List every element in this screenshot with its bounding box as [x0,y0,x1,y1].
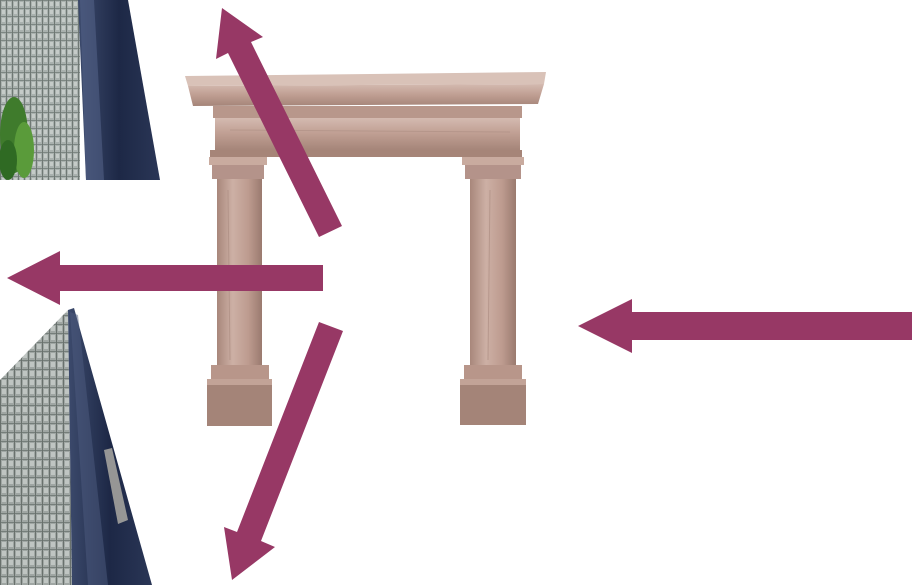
skyscraper-bottom-icon [0,308,152,585]
skyscraper-top-icon [0,0,160,180]
straight-arrow-left-icon [7,251,323,305]
stone-archway-icon [185,72,546,426]
incoming-arrow-icon [578,299,912,353]
